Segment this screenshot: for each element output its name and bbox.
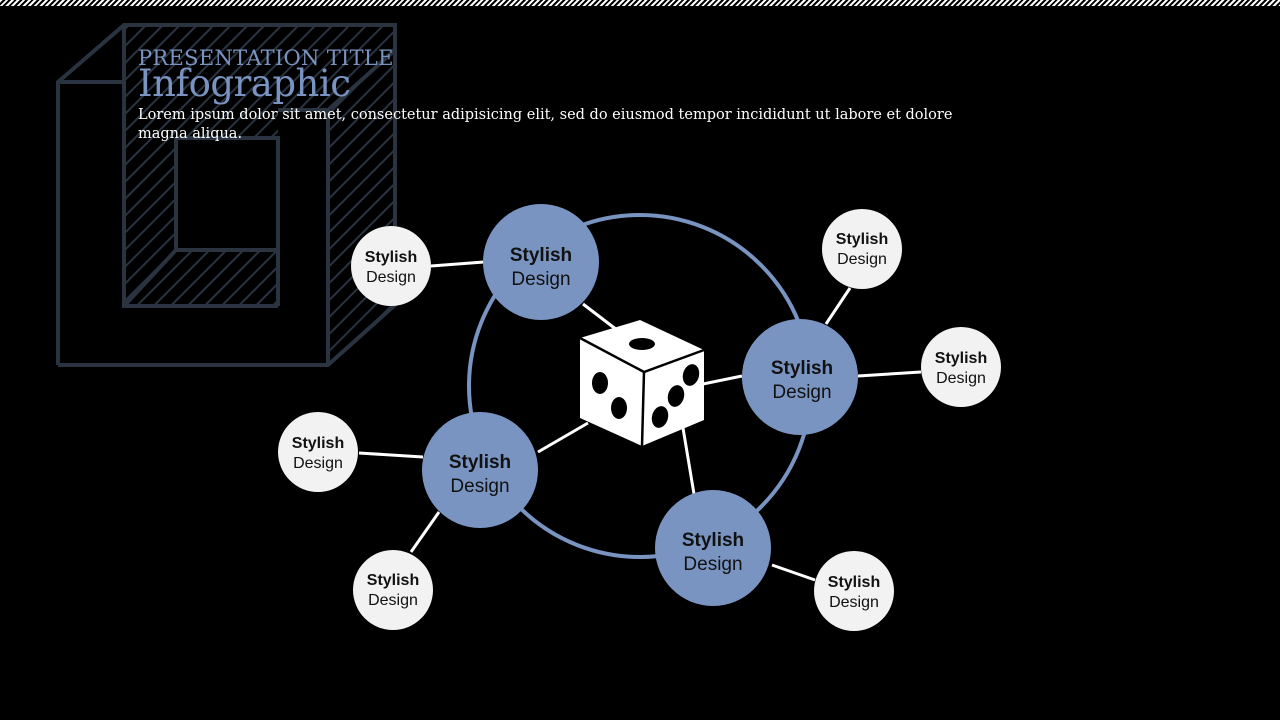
connector-hub3-leaf4 (358, 451, 424, 459)
leaf-node: Stylish Design (353, 550, 433, 630)
hub-label-line1: Stylish (682, 530, 744, 551)
title-block: PRESENTATION TITLE Infographic Lorem ips… (138, 46, 998, 144)
top-stripe (0, 0, 1280, 6)
hub-node: Stylish Design (655, 490, 771, 606)
hub-node: Stylish Design (483, 204, 599, 320)
connector-hub2-center (702, 374, 743, 386)
leaf-label-line2: Design (366, 269, 416, 286)
leaf-node: Stylish Design (351, 226, 431, 306)
leaf-node: Stylish Design (921, 327, 1001, 407)
leaf-label-line1: Stylish (365, 249, 417, 266)
hub-node: Stylish Design (742, 319, 858, 435)
hub-label-line1: Stylish (771, 358, 833, 379)
decorative-bracket-icon (56, 23, 397, 367)
connector-hub4-leaf6 (771, 563, 816, 582)
leaf-label-line2: Design (837, 251, 887, 268)
connector-hub3-center (537, 421, 589, 454)
hub-label-line2: Design (683, 554, 742, 575)
hub-label-line2: Design (511, 269, 570, 290)
connector-hub3-leaf5 (409, 511, 441, 553)
leaf-label-line1: Stylish (828, 574, 880, 591)
dice-icon (579, 320, 705, 447)
leaf-label-line1: Stylish (367, 572, 419, 589)
hub-label-line2: Design (772, 382, 831, 403)
hub-label-line1: Stylish (449, 452, 511, 473)
connectors (358, 260, 922, 582)
leaf-node: Stylish Design (822, 209, 902, 289)
leaf-node: Stylish Design (814, 551, 894, 631)
connector-hub1-center (582, 302, 618, 332)
leaf-label-line2: Design (829, 594, 879, 611)
hub-label-line1: Stylish (510, 245, 572, 266)
connector-hub1-leaf1 (430, 260, 485, 268)
leaf-label-line1: Stylish (292, 435, 344, 452)
connector-hub4-center (681, 427, 696, 495)
hub-node: Stylish Design (422, 412, 538, 528)
leaf-node: Stylish Design (278, 412, 358, 492)
leaf-label-line2: Design (936, 370, 986, 387)
hub-label-line2: Design (450, 476, 509, 497)
leaf-label-line2: Design (293, 455, 343, 472)
connector-hub2-leaf2 (824, 287, 852, 325)
leaf-label-line1: Stylish (836, 231, 888, 248)
leaf-label-line1: Stylish (935, 350, 987, 367)
body-text: Lorem ipsum dolor sit amet, consectetur … (138, 107, 953, 142)
presentation-kicker: PRESENTATION TITLE (138, 46, 394, 70)
leaf-label-line2: Design (368, 592, 418, 609)
connector-hub2-leaf3 (857, 370, 922, 378)
page-title: Infographic (138, 62, 351, 105)
